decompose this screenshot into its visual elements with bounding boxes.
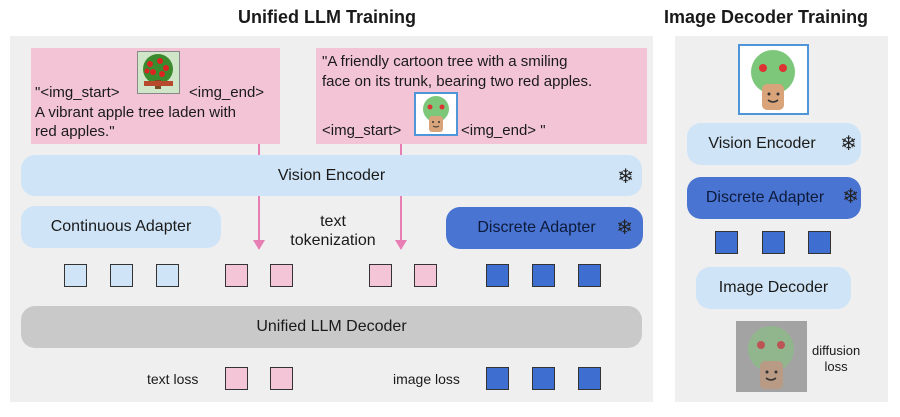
discrete-adapter-right-label: Discrete Adapter [705,189,825,206]
prompt1-line3: red apples." [35,123,115,140]
unified-llm-decoder: Unified LLM Decoder [21,306,642,348]
text-token [270,264,293,287]
text-loss-token [225,367,248,390]
text-token [414,264,437,287]
discrete-token [762,231,785,254]
text-loss-token [270,367,293,390]
image-decoder-label: Image Decoder [718,279,829,296]
continuous-token [110,264,133,287]
prompt2-line1: "A friendly cartoon tree with a smiling [322,53,568,70]
discrete-token [486,264,509,287]
text-token [225,264,248,287]
image-loss-token [578,367,601,390]
prompt2-line3-end: <img_end> " [461,122,546,139]
discrete-token [532,264,555,287]
prompt2-line2: face on its trunk, bearing two red apple… [322,73,593,90]
snowflake-icon: ❄ [617,166,634,188]
discrete-adapter-left-label: Discrete Adapter [477,219,596,236]
text-tokenization-label: text tokenization [290,213,376,249]
left-panel-title: Unified LLM Training [238,7,416,27]
continuous-adapter-label: Continuous Adapter [50,218,192,235]
discrete-adapter-left: Discrete Adapter ❄ [446,207,643,249]
image-loss-label: image loss [393,371,460,387]
image-loss-token [486,367,509,390]
image-decoder: Image Decoder [696,267,851,309]
continuous-token [156,264,179,287]
text-loss-label: text loss [147,371,199,387]
text-prompt-box-2: "A friendly cartoon tree with a smiling … [316,48,647,144]
unified-llm-decoder-label: Unified LLM Decoder [256,318,407,335]
vision-encoder-right: Vision Encoder ❄ [687,123,861,165]
diffusion-loss-label: diffusion loss [812,343,861,374]
vision-encoder-right-label: Vision Encoder [708,135,816,152]
vision-encoder-left-label: Vision Encoder [277,166,386,184]
cartoon-tree-image [414,92,458,136]
prompt1-line1: "<img_start> [35,84,120,101]
arrowhead-text-1 [253,240,265,250]
arrowhead-text-2 [395,240,407,250]
text-token [369,264,392,287]
snowflake-icon: ❄ [840,133,857,155]
snowflake-icon: ❄ [842,186,859,208]
apple-tree-image [137,51,180,94]
noisy-tree-image [736,321,807,392]
vision-encoder-left: Vision Encoder ❄ [21,155,642,196]
prompt2-line3-start: <img_start> [322,122,402,139]
discrete-token [715,231,738,254]
discrete-token [808,231,831,254]
continuous-token [64,264,87,287]
prompt1-line2: A vibrant apple tree laden with [35,104,236,121]
discrete-token [578,264,601,287]
snowflake-icon: ❄ [616,217,633,239]
prompt1-line1-end: <img_end> [189,84,265,101]
image-loss-token [532,367,555,390]
discrete-adapter-right: Discrete Adapter ❄ [687,177,861,219]
right-panel-title: Image Decoder Training [664,7,869,27]
cartoon-tree-input-image [738,44,809,115]
continuous-adapter: Continuous Adapter [21,206,221,248]
